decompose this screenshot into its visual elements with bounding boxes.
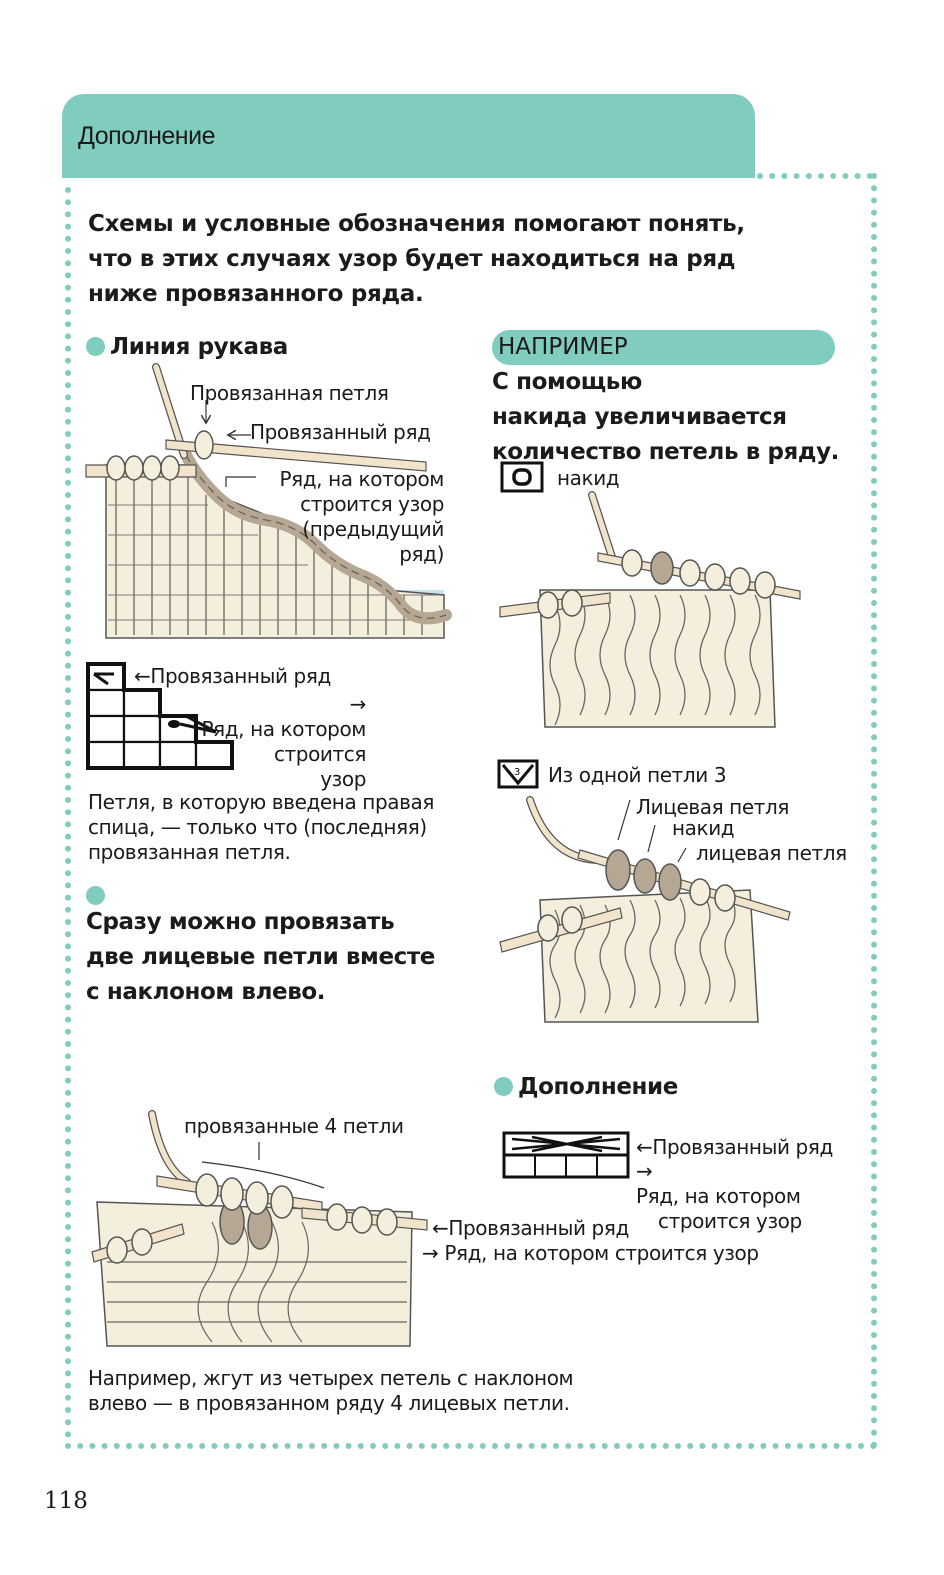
bullet-dot-icon: [86, 886, 105, 905]
addition-heading-text: Дополнение: [518, 1074, 678, 1100]
intro-text: Схемы и условные обозначения помогают по…: [88, 207, 788, 312]
label-pattern-row: Ряд, на котором строится узор (предыдущи…: [258, 467, 444, 567]
label-line: узор: [320, 767, 366, 791]
cable-label-knitted: ←Провязанный ряд: [432, 1216, 629, 1240]
intro-line: Схемы и условные обозначения помогают по…: [88, 211, 745, 237]
heading-line: количество петель в ряду.: [492, 439, 840, 465]
label-line: → Ряд, на котором: [168, 692, 366, 742]
label-text: Провязанный ряд: [150, 664, 331, 688]
label-line: Ряд, на котором: [279, 467, 444, 491]
yarn-over-illustration: [499, 491, 801, 728]
cable-four-label: провязанные 4 петли: [184, 1114, 404, 1138]
three-from-one-illustration: [499, 796, 791, 1023]
label-line: строится: [273, 742, 366, 766]
caption-line: провязанная петля.: [88, 840, 291, 864]
page-number: 118: [44, 1488, 88, 1514]
cable-chart-grid: [502, 1131, 630, 1179]
section-tab: [62, 94, 755, 178]
caption-line: спица, — только что (последняя): [88, 815, 427, 839]
example-heading: НАПРИМЕР С помощью накида увеличивается к…: [492, 330, 839, 470]
knit-label: Лицевая петля: [636, 795, 790, 819]
chart-label-knitted-row: ←Провязанный ряд: [134, 664, 331, 688]
sleeve-caption: Петля, в которую введена правая спица, —…: [88, 790, 434, 865]
cable-illustration: [91, 1110, 428, 1347]
heading-line: с наклоном влево.: [86, 979, 326, 1005]
addition-label-knitted: ←Провязанный ряд: [636, 1135, 833, 1159]
label-line: ряд): [399, 542, 444, 566]
label-text: Ряд, на котором строится узор: [444, 1241, 759, 1265]
sleeve-knitting-illustration: [85, 363, 452, 639]
addition-heading: Дополнение: [494, 1070, 678, 1105]
cable-caption: Например, жгут из четырех петель с накло…: [88, 1366, 574, 1416]
bullet-dot-icon: [86, 337, 105, 356]
heading-line: накида увеличивается: [492, 404, 787, 430]
chart-label-pattern-row: → Ряд, на котором строится узор: [168, 692, 366, 792]
label-line: строится узор: [658, 1209, 802, 1233]
three-from-one-symbol-icon: 3: [497, 759, 539, 789]
caption-line: Петля, в которую введена правая: [88, 790, 434, 814]
yo-label: накид: [672, 816, 735, 840]
heading-text: Сразу можно провязать: [86, 909, 395, 935]
label-line: строится узор: [300, 492, 444, 516]
heading-line: Сразу можно провязать: [86, 886, 435, 940]
label-line: →Ряд, на котором: [636, 1159, 801, 1208]
k2tog-heading: Сразу можно провязать две лицевые петли …: [86, 886, 435, 1010]
sleeve-chart-grid: [86, 662, 234, 770]
label-text: Ряд, на котором: [201, 717, 366, 741]
section-title: Дополнение: [78, 122, 215, 150]
example-pill: НАПРИМЕР: [492, 330, 836, 365]
sleeve-heading-text: Линия рукава: [110, 334, 288, 360]
label-text: Провязанный ряд: [652, 1135, 833, 1159]
addition-label-pattern: →Ряд, на котором строится узор: [636, 1159, 802, 1234]
three-from-one-label: Из одной петли 3: [548, 763, 727, 787]
cable-label-pattern: → Ряд, на котором строится узор: [422, 1241, 759, 1265]
heading-text: С помощью: [492, 369, 642, 395]
knit2-label: лицевая петля: [696, 841, 847, 865]
label-knitted-loop: Провязанная петля: [190, 381, 389, 405]
bullet-dot-icon: [494, 1077, 513, 1096]
caption-line: Например, жгут из четырех петель с накло…: [88, 1366, 574, 1390]
label-text: Провязанный ряд: [448, 1216, 629, 1240]
label-knitted-row: Провязанный ряд: [250, 420, 431, 444]
label-text: Ряд, на котором: [636, 1184, 801, 1208]
intro-line: ниже провязанного ряда.: [88, 281, 424, 307]
yarn-over-symbol-icon: [500, 461, 544, 493]
heading-line: НАПРИМЕР С помощью: [492, 330, 839, 400]
yarn-over-label: накид: [557, 466, 620, 490]
label-line: (предыдущий: [302, 517, 444, 541]
intro-line: что в этих случаях узор будет находиться…: [88, 246, 736, 272]
caption-line: влево — в провязанном ряду 4 лицевых пет…: [88, 1391, 570, 1415]
heading-line: две лицевые петли вместе: [86, 944, 436, 970]
sleeve-heading: Линия рукава: [86, 330, 288, 365]
three-number: 3: [514, 767, 520, 778]
